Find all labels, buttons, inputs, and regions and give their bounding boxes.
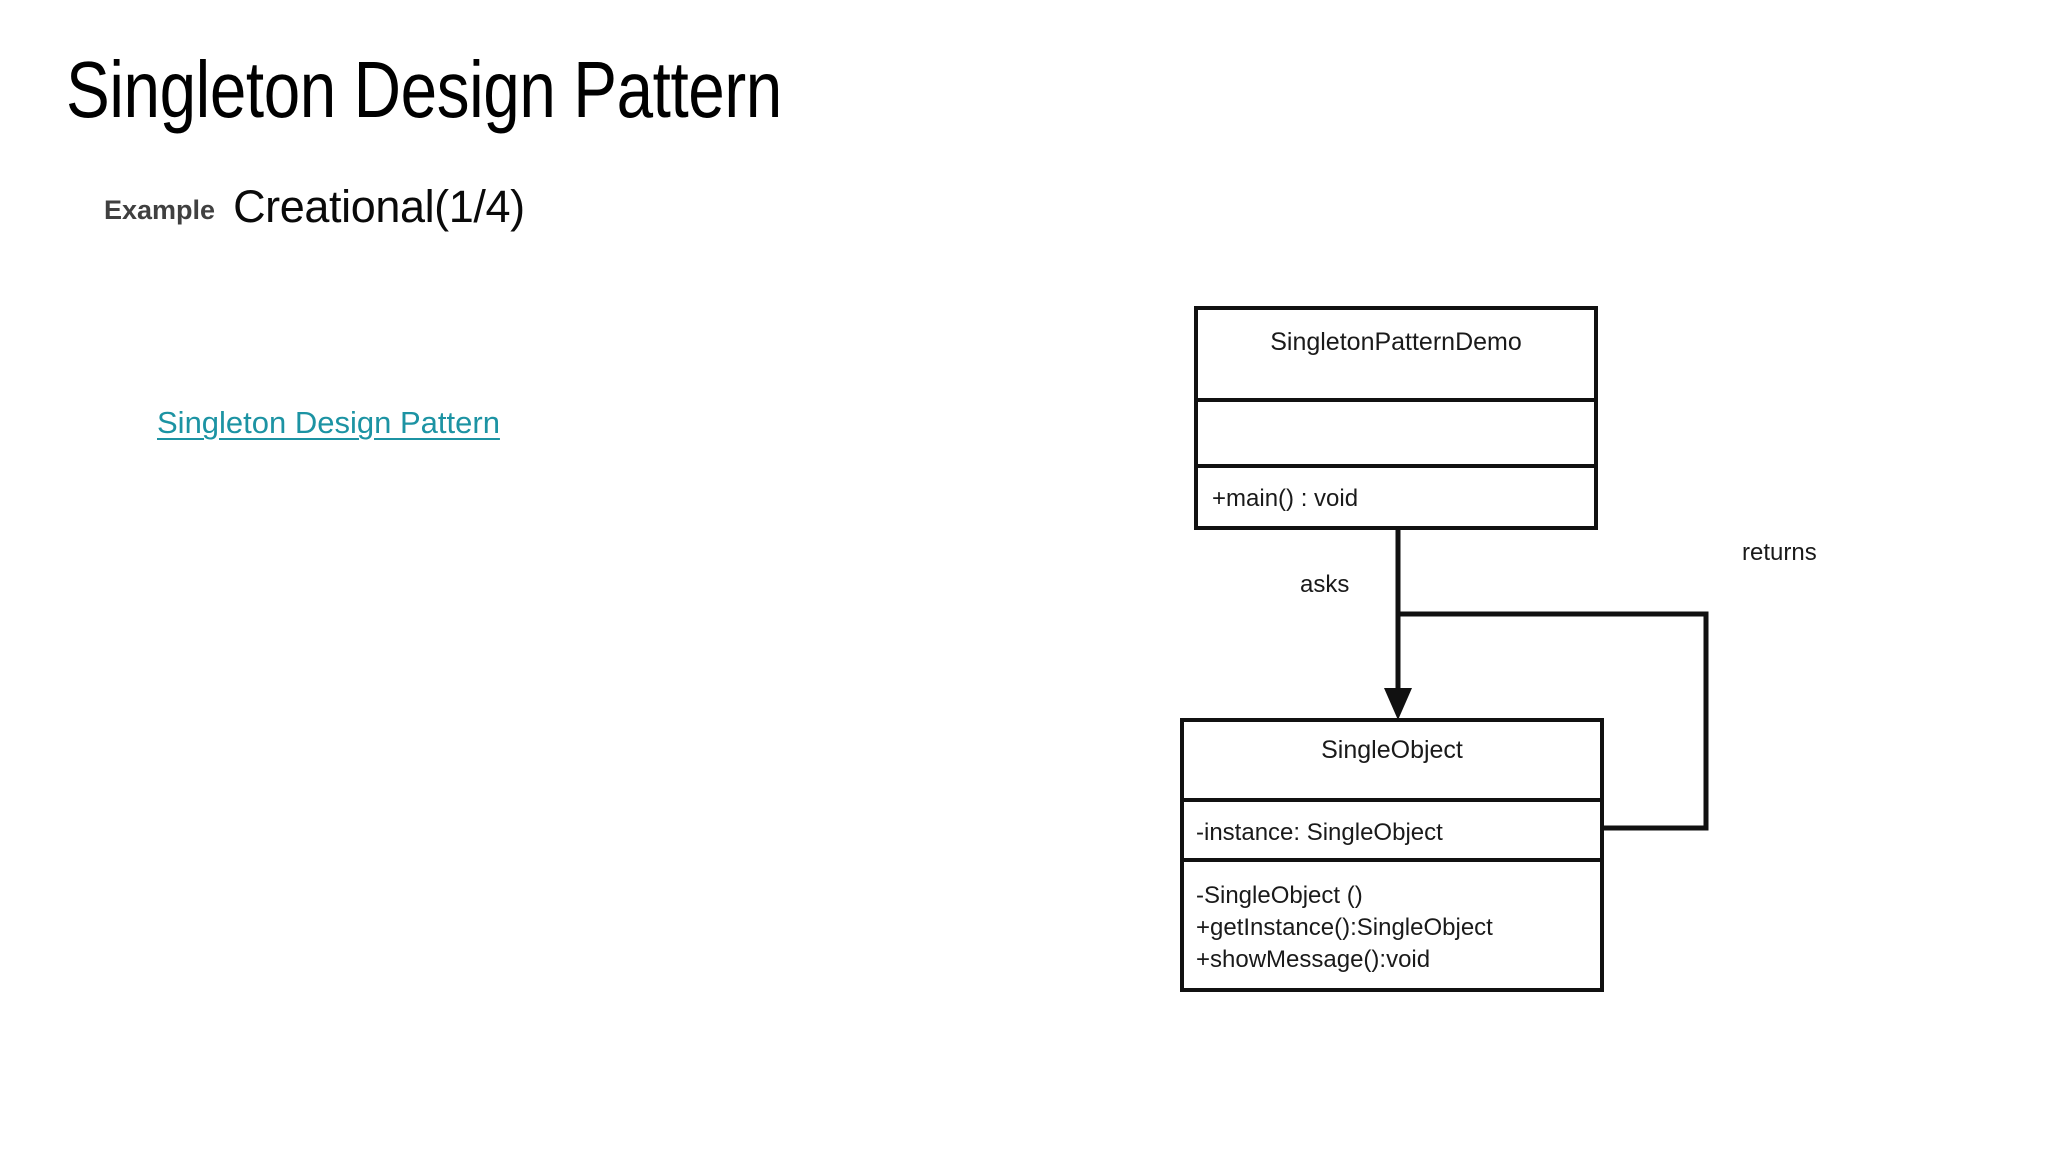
uml-class-box-outline	[1180, 718, 1604, 992]
example-label: Example	[104, 195, 216, 225]
page-title: Singleton Design Pattern	[66, 45, 782, 134]
returns-edge-path	[1398, 611, 1709, 831]
edge-label-returns: returns	[1742, 539, 1817, 566]
uml-class-name: SingletonPatternDemo	[1270, 328, 1522, 356]
arrowhead-icon	[1384, 688, 1412, 720]
subtitle-row: Example Creational(1/4)	[104, 178, 525, 232]
uml-method: +getInstance():SingleObject	[1196, 914, 1493, 941]
uml-class-box-outline	[1194, 306, 1598, 530]
uml-method: +showMessage():void	[1196, 946, 1430, 973]
uml-method: -SingleObject ()	[1196, 882, 1363, 909]
uml-attribute: -instance: SingleObject	[1196, 819, 1443, 846]
edge-label-asks: asks	[1300, 571, 1349, 598]
uml-method: +main() : void	[1212, 485, 1358, 512]
uml-class-single-object: SingleObject -instance: SingleObject -Si…	[1180, 718, 1604, 992]
uml-class-singleton-pattern-demo: SingletonPatternDemo +main() : void	[1194, 306, 1598, 530]
singleton-design-pattern-link[interactable]: Singleton Design Pattern	[157, 405, 500, 440]
uml-class-diagram: SingletonPatternDemo +main() : void asks…	[1150, 280, 1970, 1020]
uml-edge-asks: asks	[1300, 528, 1412, 720]
uml-edge-returns: returns	[1398, 539, 1817, 831]
uml-class-name: SingleObject	[1321, 736, 1463, 764]
section-label: Creational(1/4)	[233, 181, 525, 232]
